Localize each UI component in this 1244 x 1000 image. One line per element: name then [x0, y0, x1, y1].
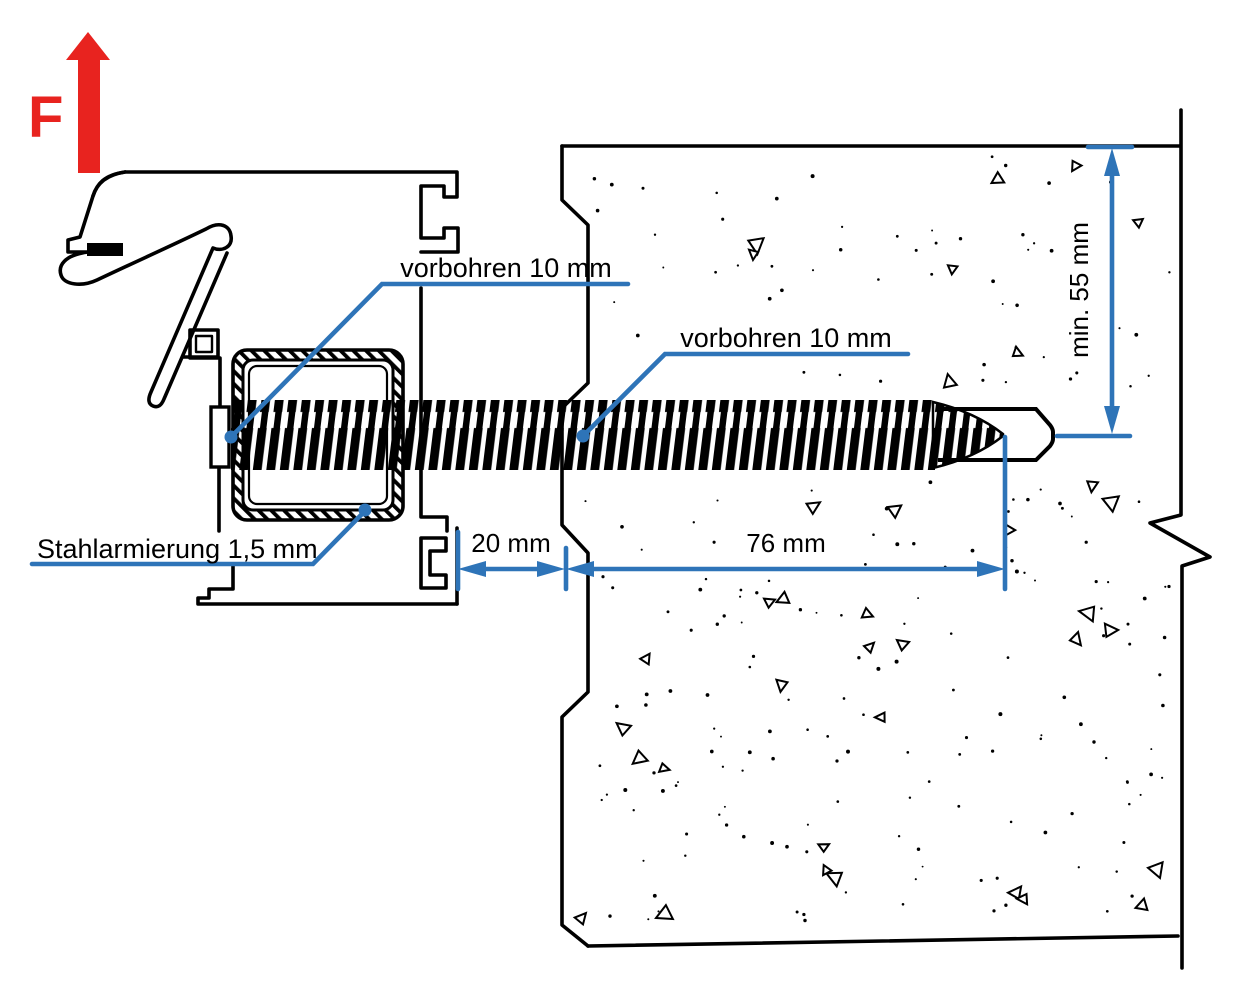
frame-clip-inner — [194, 334, 214, 354]
dim-arrow-76mm-right — [977, 561, 1005, 577]
label-steel: Stahlarmierung 1,5 mm — [37, 534, 318, 564]
concrete-texture — [572, 155, 1171, 927]
label-predrill-right: vorbohren 10 mm — [680, 323, 892, 353]
concrete-right-edge — [1148, 108, 1212, 970]
diagram-labels: vorbohren 10 mm vorbohren 10 mm Stahlarm… — [37, 222, 1094, 564]
leader-dot-steel — [358, 503, 372, 517]
dim-arrow-76mm-left — [566, 561, 594, 577]
label-predrill-top: vorbohren 10 mm — [400, 253, 612, 283]
dim-text-min55: min. 55 mm — [1064, 222, 1094, 358]
leader-predrill-right — [580, 351, 911, 439]
dim-arrow-min55-down — [1104, 406, 1120, 434]
frame-top-outline — [91, 170, 460, 254]
dim-text-20mm: 20 mm — [471, 528, 550, 558]
frame-bottom-outline — [196, 564, 459, 606]
leader-predrill-top — [228, 281, 631, 440]
dim-text-76mm: 76 mm — [746, 528, 825, 558]
leader-dot-predrill-top — [224, 430, 238, 444]
frame-screw-channel — [419, 536, 448, 590]
screw — [209, 400, 1005, 470]
dim-arrow-20mm-left — [458, 561, 486, 577]
concrete-bottom-edge — [586, 934, 1180, 948]
force-arrow: F — [28, 32, 110, 173]
leader-steel — [29, 509, 367, 567]
frame-claw — [58, 170, 233, 409]
concrete-block — [560, 108, 1212, 970]
leader-dot-predrill-right — [576, 429, 590, 443]
dim-arrow-20mm-right — [537, 561, 565, 577]
concrete-left-edge — [560, 144, 590, 948]
dimension-lines — [29, 144, 1135, 592]
dim-arrow-min55-up — [1104, 148, 1120, 176]
force-label: F — [28, 85, 63, 150]
frame-clip-base — [181, 355, 222, 533]
frame-clip-outer — [188, 328, 220, 360]
frame-clip-ledge — [87, 243, 123, 256]
